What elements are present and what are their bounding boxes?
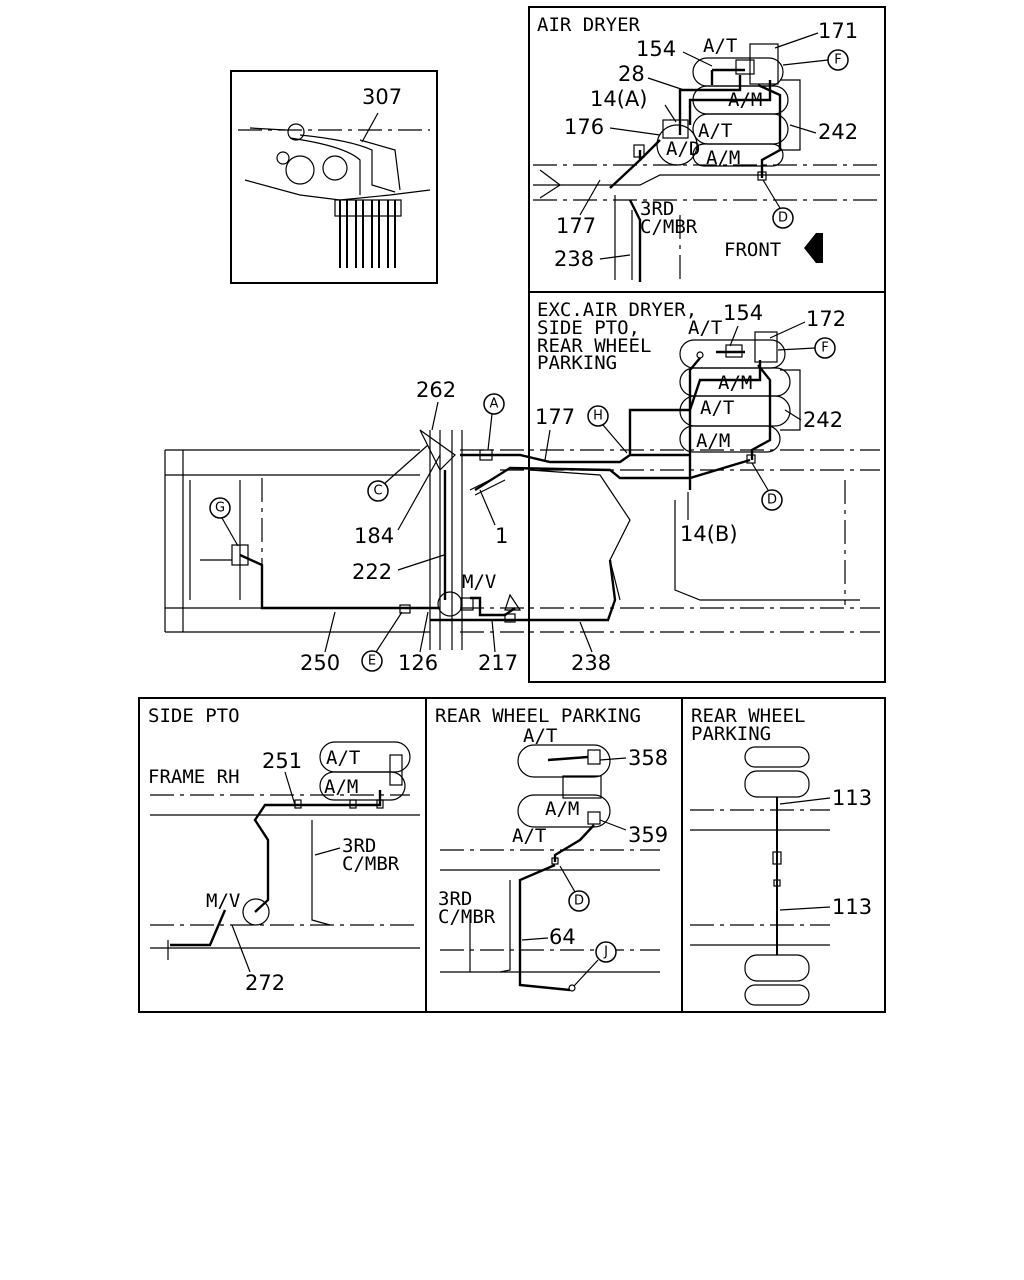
- front-arrow-icon: [804, 233, 823, 263]
- callout-242-air: 242: [818, 120, 858, 144]
- callout-242-exc: 242: [803, 408, 843, 432]
- callout-176: 176: [564, 115, 604, 139]
- air-dryer-title: AIR DRYER: [537, 14, 641, 36]
- callout-126: 126: [398, 651, 438, 675]
- rear-wheel-parking-panel: REAR WHEEL PARKING A/T A/M A/T 3RD C/MBR…: [425, 697, 683, 1013]
- exc-label-at-1: A/T: [688, 317, 722, 339]
- svg-text:D: D: [767, 493, 777, 508]
- callout-358: 358: [628, 746, 668, 770]
- callout-251: 251: [262, 749, 302, 773]
- callout-238-air: 238: [554, 247, 594, 271]
- callout-154-exc: 154: [723, 301, 763, 325]
- svg-text:G: G: [215, 501, 225, 516]
- air-dryer-member-line-2: C/MBR: [640, 216, 698, 238]
- marker-f-exc: F: [777, 337, 836, 359]
- exc-title-line-3: REAR WHEEL: [537, 335, 651, 357]
- side-pto-label-am: A/M: [324, 776, 358, 798]
- air-dryer-member-line-1: 3RD: [640, 198, 674, 220]
- side-pto-member-line-2: C/MBR: [342, 853, 400, 875]
- svg-text:D: D: [778, 211, 788, 226]
- callout-14b: 14(B): [680, 522, 738, 546]
- callout-250: 250: [300, 651, 340, 675]
- rwp-label-am: A/M: [545, 798, 579, 820]
- callout-177-air: 177: [556, 214, 596, 238]
- marker-g: G: [209, 497, 239, 547]
- side-pto-title: SIDE PTO: [148, 705, 240, 727]
- callout-184: 184: [354, 524, 394, 548]
- exc-title-line-4: PARKING: [537, 352, 617, 374]
- marker-d-exc: D: [751, 462, 783, 511]
- callout-1: 1: [495, 524, 508, 548]
- callout-307: 307: [362, 85, 402, 109]
- callout-14a: 14(A): [590, 87, 647, 111]
- callout-262: 262: [416, 378, 456, 402]
- rwp2-title-line-1: REAR WHEEL: [691, 705, 805, 727]
- svg-text:F: F: [821, 341, 828, 356]
- callout-113-top: 113: [832, 786, 872, 810]
- marker-h: H: [587, 405, 628, 454]
- marker-a: A: [483, 393, 505, 451]
- air-dryer-label-am-1: A/M: [728, 89, 762, 111]
- marker-f-air: F: [782, 49, 849, 71]
- side-pto-mv-label: M/V: [206, 890, 240, 912]
- callout-359: 359: [628, 823, 668, 847]
- rwp-label-at-2: A/T: [512, 825, 546, 847]
- air-dryer-label-am-2: A/M: [706, 147, 740, 169]
- marker-e: E: [361, 611, 403, 672]
- callout-64: 64: [549, 925, 576, 949]
- exc-air-dryer-panel: EXC.AIR DRYER, SIDE PTO, REAR WHEEL PARK…: [528, 291, 886, 683]
- callout-28: 28: [618, 62, 645, 86]
- side-pto-panel: SIDE PTO FRAME RH A/T A/M 251 3RD C/MBR …: [138, 697, 427, 1013]
- marker-c: C: [367, 444, 429, 502]
- side-pto-frame-label: FRAME RH: [148, 766, 240, 788]
- front-label: FRONT: [724, 239, 781, 261]
- marker-j-rwp: J: [573, 941, 617, 987]
- callout-217: 217: [478, 651, 518, 675]
- svg-text:D: D: [574, 894, 584, 909]
- rwp-title: REAR WHEEL PARKING: [435, 705, 641, 727]
- exc-title-line-2: SIDE PTO,: [537, 317, 640, 339]
- callout-113-bottom: 113: [832, 895, 872, 919]
- rear-wheel-parking-2-panel: REAR WHEEL PARKING 113 113: [681, 697, 886, 1013]
- callout-171: 171: [818, 19, 858, 43]
- exc-label-am-1: A/M: [718, 372, 752, 394]
- svg-text:H: H: [593, 409, 603, 424]
- callout-238-main: 238: [571, 651, 611, 675]
- rwp-member-line-1: 3RD: [438, 888, 472, 910]
- rwp-member-line-2: C/MBR: [438, 906, 496, 928]
- svg-text:C: C: [373, 484, 382, 499]
- exc-label-am-2: A/M: [696, 430, 730, 452]
- main-chassis-panel: 262 177 184 1 222 250 126 217 238 M/V A …: [164, 378, 880, 675]
- air-dryer-label-at-1: A/T: [703, 35, 737, 57]
- callout-154-air: 154: [636, 37, 676, 61]
- detail-panel: 307: [230, 70, 438, 284]
- side-pto-label-at: A/T: [326, 747, 360, 769]
- callout-272: 272: [245, 971, 285, 995]
- air-dryer-panel: AIR DRYER A/T A/M A/T A/M A/D: [528, 6, 886, 293]
- main-mv-label: M/V: [462, 571, 496, 593]
- marker-d-rwp: D: [559, 865, 590, 912]
- svg-text:J: J: [603, 945, 608, 960]
- air-dryer-label-at-2: A/T: [698, 120, 732, 142]
- rwp2-title-line-2: PARKING: [691, 723, 771, 745]
- svg-text:A: A: [490, 397, 499, 412]
- svg-text:E: E: [368, 654, 376, 669]
- marker-d-air: D: [762, 179, 794, 229]
- exc-label-at-2: A/T: [700, 397, 734, 419]
- rwp-label-at-1: A/T: [523, 725, 557, 747]
- air-dryer-tank-marker: A/D: [666, 138, 700, 160]
- callout-222: 222: [352, 560, 392, 584]
- callout-177-main: 177: [535, 405, 575, 429]
- side-pto-member-line-1: 3RD: [342, 835, 376, 857]
- exc-title-line-1: EXC.AIR DRYER,: [537, 299, 697, 321]
- svg-text:F: F: [834, 53, 841, 68]
- callout-172: 172: [806, 307, 846, 331]
